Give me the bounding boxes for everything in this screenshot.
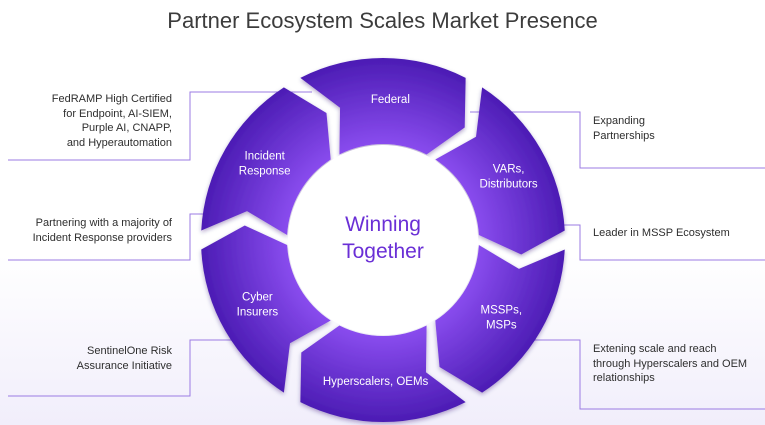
center-label-line2: Together (342, 240, 424, 263)
callout-cyber-line: SentinelOne Risk (87, 345, 172, 357)
segment-federal (300, 58, 466, 155)
connector-cyber (8, 339, 270, 397)
segment-hyperscalers (300, 325, 466, 422)
center-label-line1: Winning (345, 213, 421, 236)
segment-label-incident: Incident (245, 151, 286, 163)
page-title: Partner Ecosystem Scales Market Presence (167, 8, 598, 33)
segment-label-incident: Response (239, 166, 291, 178)
callout-cyber-line: Assurance Initiative (76, 359, 172, 372)
connector-vars (470, 111, 765, 169)
connector-federal (8, 91, 312, 161)
callout-federal-line: Purple AI, CNAPP, (81, 122, 172, 135)
callout-incident-line: Incident Response providers (32, 231, 172, 244)
callout-vars: Expanding Partnerships (593, 114, 655, 143)
segment-label-mssps: MSSPs, (481, 304, 523, 316)
segment-label-vars: Distributors (480, 179, 538, 191)
callout-incident: Partnering with a majority of Incident R… (33, 216, 172, 245)
callout-federal-line: for Endpoint, AI-SIEM, (63, 107, 172, 120)
callout-federal-line: FedRAMP High Certified (51, 93, 172, 105)
segment-incident (201, 87, 331, 235)
callout-federal-line: and Hyperautomation (66, 136, 172, 149)
segment-label-cyber: Insurers (237, 307, 279, 319)
callout-mssps: Leader in MSSP Ecosystem (593, 226, 730, 241)
segment-label-cyber: Cyber (242, 292, 273, 304)
connector-hyperscalers (495, 339, 765, 410)
segment-mssps (435, 245, 565, 393)
callout-hyperscalers: Extening scale and reach through Hypersc… (593, 342, 747, 386)
callout-hyperscalers-line: through Hyperscalers and OEM (593, 357, 748, 370)
center-circle (288, 145, 478, 335)
segment-cyber (201, 225, 331, 393)
callout-hyperscalers-line: relationships (593, 372, 655, 385)
callout-vars-line: Expanding (593, 115, 645, 127)
callout-hyperscalers-line: Extening scale and reach (593, 343, 717, 355)
connector-mssps (550, 224, 765, 261)
segment-label-hyperscalers: Hyperscalers, OEMs (323, 376, 429, 388)
cycle-segments (201, 58, 565, 422)
segment-label-mssps: MSPs (486, 319, 517, 331)
segment-vars (435, 87, 565, 255)
segment-label-vars: VARs, (493, 164, 525, 176)
callout-cyber: SentinelOne Risk Assurance Initiative (77, 344, 172, 373)
callout-incident-line: Partnering with a majority of (35, 217, 172, 229)
callout-vars-line: Partnerships (593, 129, 655, 142)
segment-label-federal: Federal (371, 94, 410, 106)
callout-federal: FedRAMP High Certified for Endpoint, AI-… (52, 92, 172, 151)
callout-mssps-line: Leader in MSSP Ecosystem (593, 227, 730, 239)
